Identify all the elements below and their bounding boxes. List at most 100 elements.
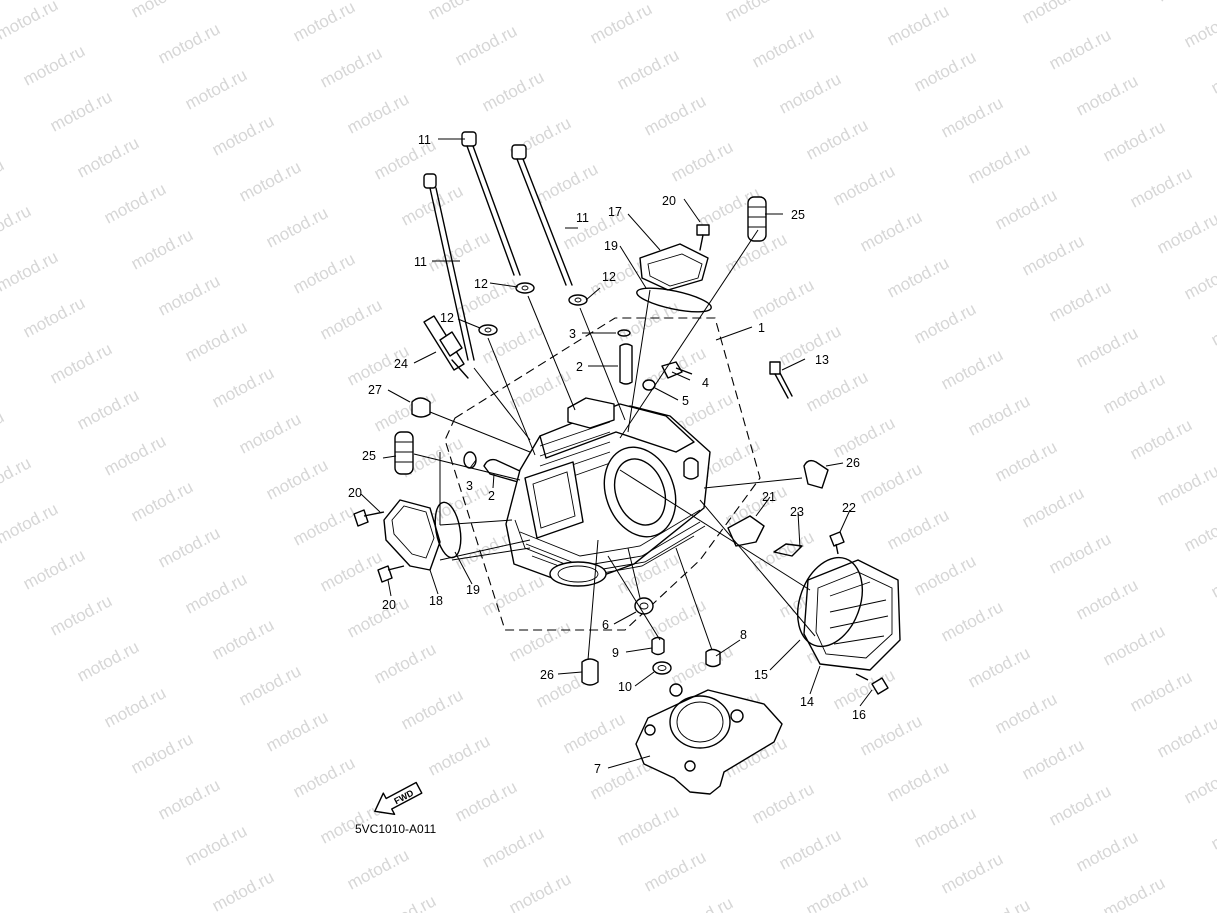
watermark-text: motod.ru: [614, 45, 682, 93]
watermark-text: motod.ru: [1019, 0, 1087, 28]
washers: [478, 282, 588, 336]
watermark-text: motod.ru: [1154, 209, 1217, 257]
watermark-text: motod.ru: [398, 685, 466, 733]
watermark-text: motod.ru: [344, 593, 412, 641]
leader-lines: [360, 138, 873, 769]
watermark-text: motod.ru: [1046, 529, 1114, 577]
watermark-text: motod.ru: [0, 453, 34, 501]
watermark-text: motod.ru: [1127, 415, 1195, 463]
watermark-text: motod.ru: [263, 455, 331, 503]
watermark-text: motod.ru: [776, 321, 844, 369]
callout: 1: [758, 321, 765, 335]
watermark-text: motod.ru: [128, 0, 196, 22]
callout: 20: [382, 598, 396, 612]
watermark-text: motod.ru: [857, 711, 925, 759]
watermark-text: motod.ru: [1100, 117, 1168, 165]
cover-bolt-13: [769, 361, 793, 399]
watermark-text: motod.ru: [47, 339, 115, 387]
watermark-text: motod.ru: [236, 409, 304, 457]
watermark-text: motod.ru: [911, 551, 979, 599]
watermark-text: motod.ru: [155, 523, 223, 571]
watermark-text: motod.ru: [830, 413, 898, 461]
tappet-cover-left: [353, 499, 462, 583]
watermark-text: motod.ru: [155, 775, 223, 823]
watermark-text: motod.ru: [830, 161, 898, 209]
watermark-text: motod.ru: [317, 43, 385, 91]
callout: 25: [362, 449, 376, 463]
watermark-text: motod.ru: [830, 665, 898, 713]
watermark-text: motod.ru: [0, 407, 7, 455]
pin-top: [619, 343, 633, 385]
watermark-text: motod.ru: [209, 363, 277, 411]
watermark-text: motod.ru: [155, 19, 223, 67]
watermark-text: motod.ru: [803, 871, 871, 913]
watermark-text: motod.ru: [965, 139, 1033, 187]
watermark-text: motod.ru: [992, 689, 1060, 737]
watermark-text: motod.ru: [1208, 553, 1217, 601]
watermark-text: motod.ru: [965, 391, 1033, 439]
callout: 12: [602, 270, 616, 284]
callout: 20: [348, 486, 362, 500]
head-gasket: [635, 683, 783, 795]
watermark-text: motod.ru: [1127, 667, 1195, 715]
watermark-text: motod.ru: [938, 93, 1006, 141]
plug-bolt: [661, 361, 693, 379]
callout: 22: [842, 501, 856, 515]
watermark-text: motod.ru: [182, 317, 250, 365]
watermark-text: motod.ru: [749, 23, 817, 71]
watermark-text: motod.ru: [182, 821, 250, 869]
watermark-text: motod.ru: [587, 0, 655, 48]
watermark-text: motod.ru: [1208, 301, 1217, 349]
watermark-text: motod.ru: [668, 641, 736, 689]
dowel-bottom: [581, 658, 599, 686]
stud-bolt-right: [511, 144, 573, 286]
callout: 7: [594, 762, 601, 776]
watermark-text: motod.ru: [938, 597, 1006, 645]
watermark-text: motod.ru: [182, 569, 250, 617]
watermark-text: motod.ru: [668, 137, 736, 185]
watermark-text: motod.ru: [1100, 369, 1168, 417]
watermark-text: motod.ru: [506, 869, 574, 913]
watermark-text: motod.ru: [668, 893, 736, 913]
watermark-text: motod.ru: [857, 459, 925, 507]
watermark-text: motod.ru: [911, 299, 979, 347]
watermark-text: motod.ru: [20, 293, 88, 341]
watermark-text: motod.ru: [20, 41, 88, 89]
watermark-text: motod.ru: [344, 845, 412, 893]
watermark-text: motod.ru: [452, 21, 520, 69]
watermark-text: motod.ru: [1019, 483, 1087, 531]
watermark-text: motod.ru: [0, 201, 34, 249]
callout: 9: [612, 646, 619, 660]
callout: 23: [790, 505, 804, 519]
spark-plug: [423, 315, 469, 379]
watermark-text: motod.ru: [911, 803, 979, 851]
watermark-text: motod.ru: [209, 615, 277, 663]
clip-left: [463, 451, 477, 469]
clip-top: [617, 329, 631, 337]
watermark-text: motod.ru: [533, 159, 601, 207]
watermark-text: motod.ru: [1100, 873, 1168, 913]
watermark-text: motod.ru: [884, 1, 952, 49]
watermark-text: motod.ru: [290, 0, 358, 46]
callout: 8: [740, 628, 747, 642]
watermark-text: motod.ru: [425, 0, 493, 24]
callout-labels: 1 2 2 3 3 4 5 6 7 8 9 10 11 11 11 11 12 …: [348, 133, 866, 776]
callout: 25: [791, 208, 805, 222]
watermark-text: motod.ru: [1181, 759, 1217, 807]
dowel-9: [651, 636, 665, 656]
watermark-text: motod.ru: [1073, 575, 1141, 623]
watermark-text: motod.ru: [47, 87, 115, 135]
watermark-text: motod.ru: [506, 365, 574, 413]
watermark-text: motod.ru: [992, 437, 1060, 485]
watermark-text: motod.ru: [965, 643, 1033, 691]
watermark-text: motod.ru: [1181, 3, 1217, 51]
watermark-text: motod.ru: [20, 545, 88, 593]
watermark-text: motod.ru: [317, 547, 385, 595]
watermark-text: motod.ru: [1208, 49, 1217, 97]
callout: 6: [602, 618, 609, 632]
bolt-top-cover-head: [696, 224, 710, 236]
callout: 11: [414, 255, 427, 269]
watermark-text: motod.ru: [1019, 231, 1087, 279]
callout: 19: [604, 239, 618, 253]
callout: 16: [852, 708, 866, 722]
